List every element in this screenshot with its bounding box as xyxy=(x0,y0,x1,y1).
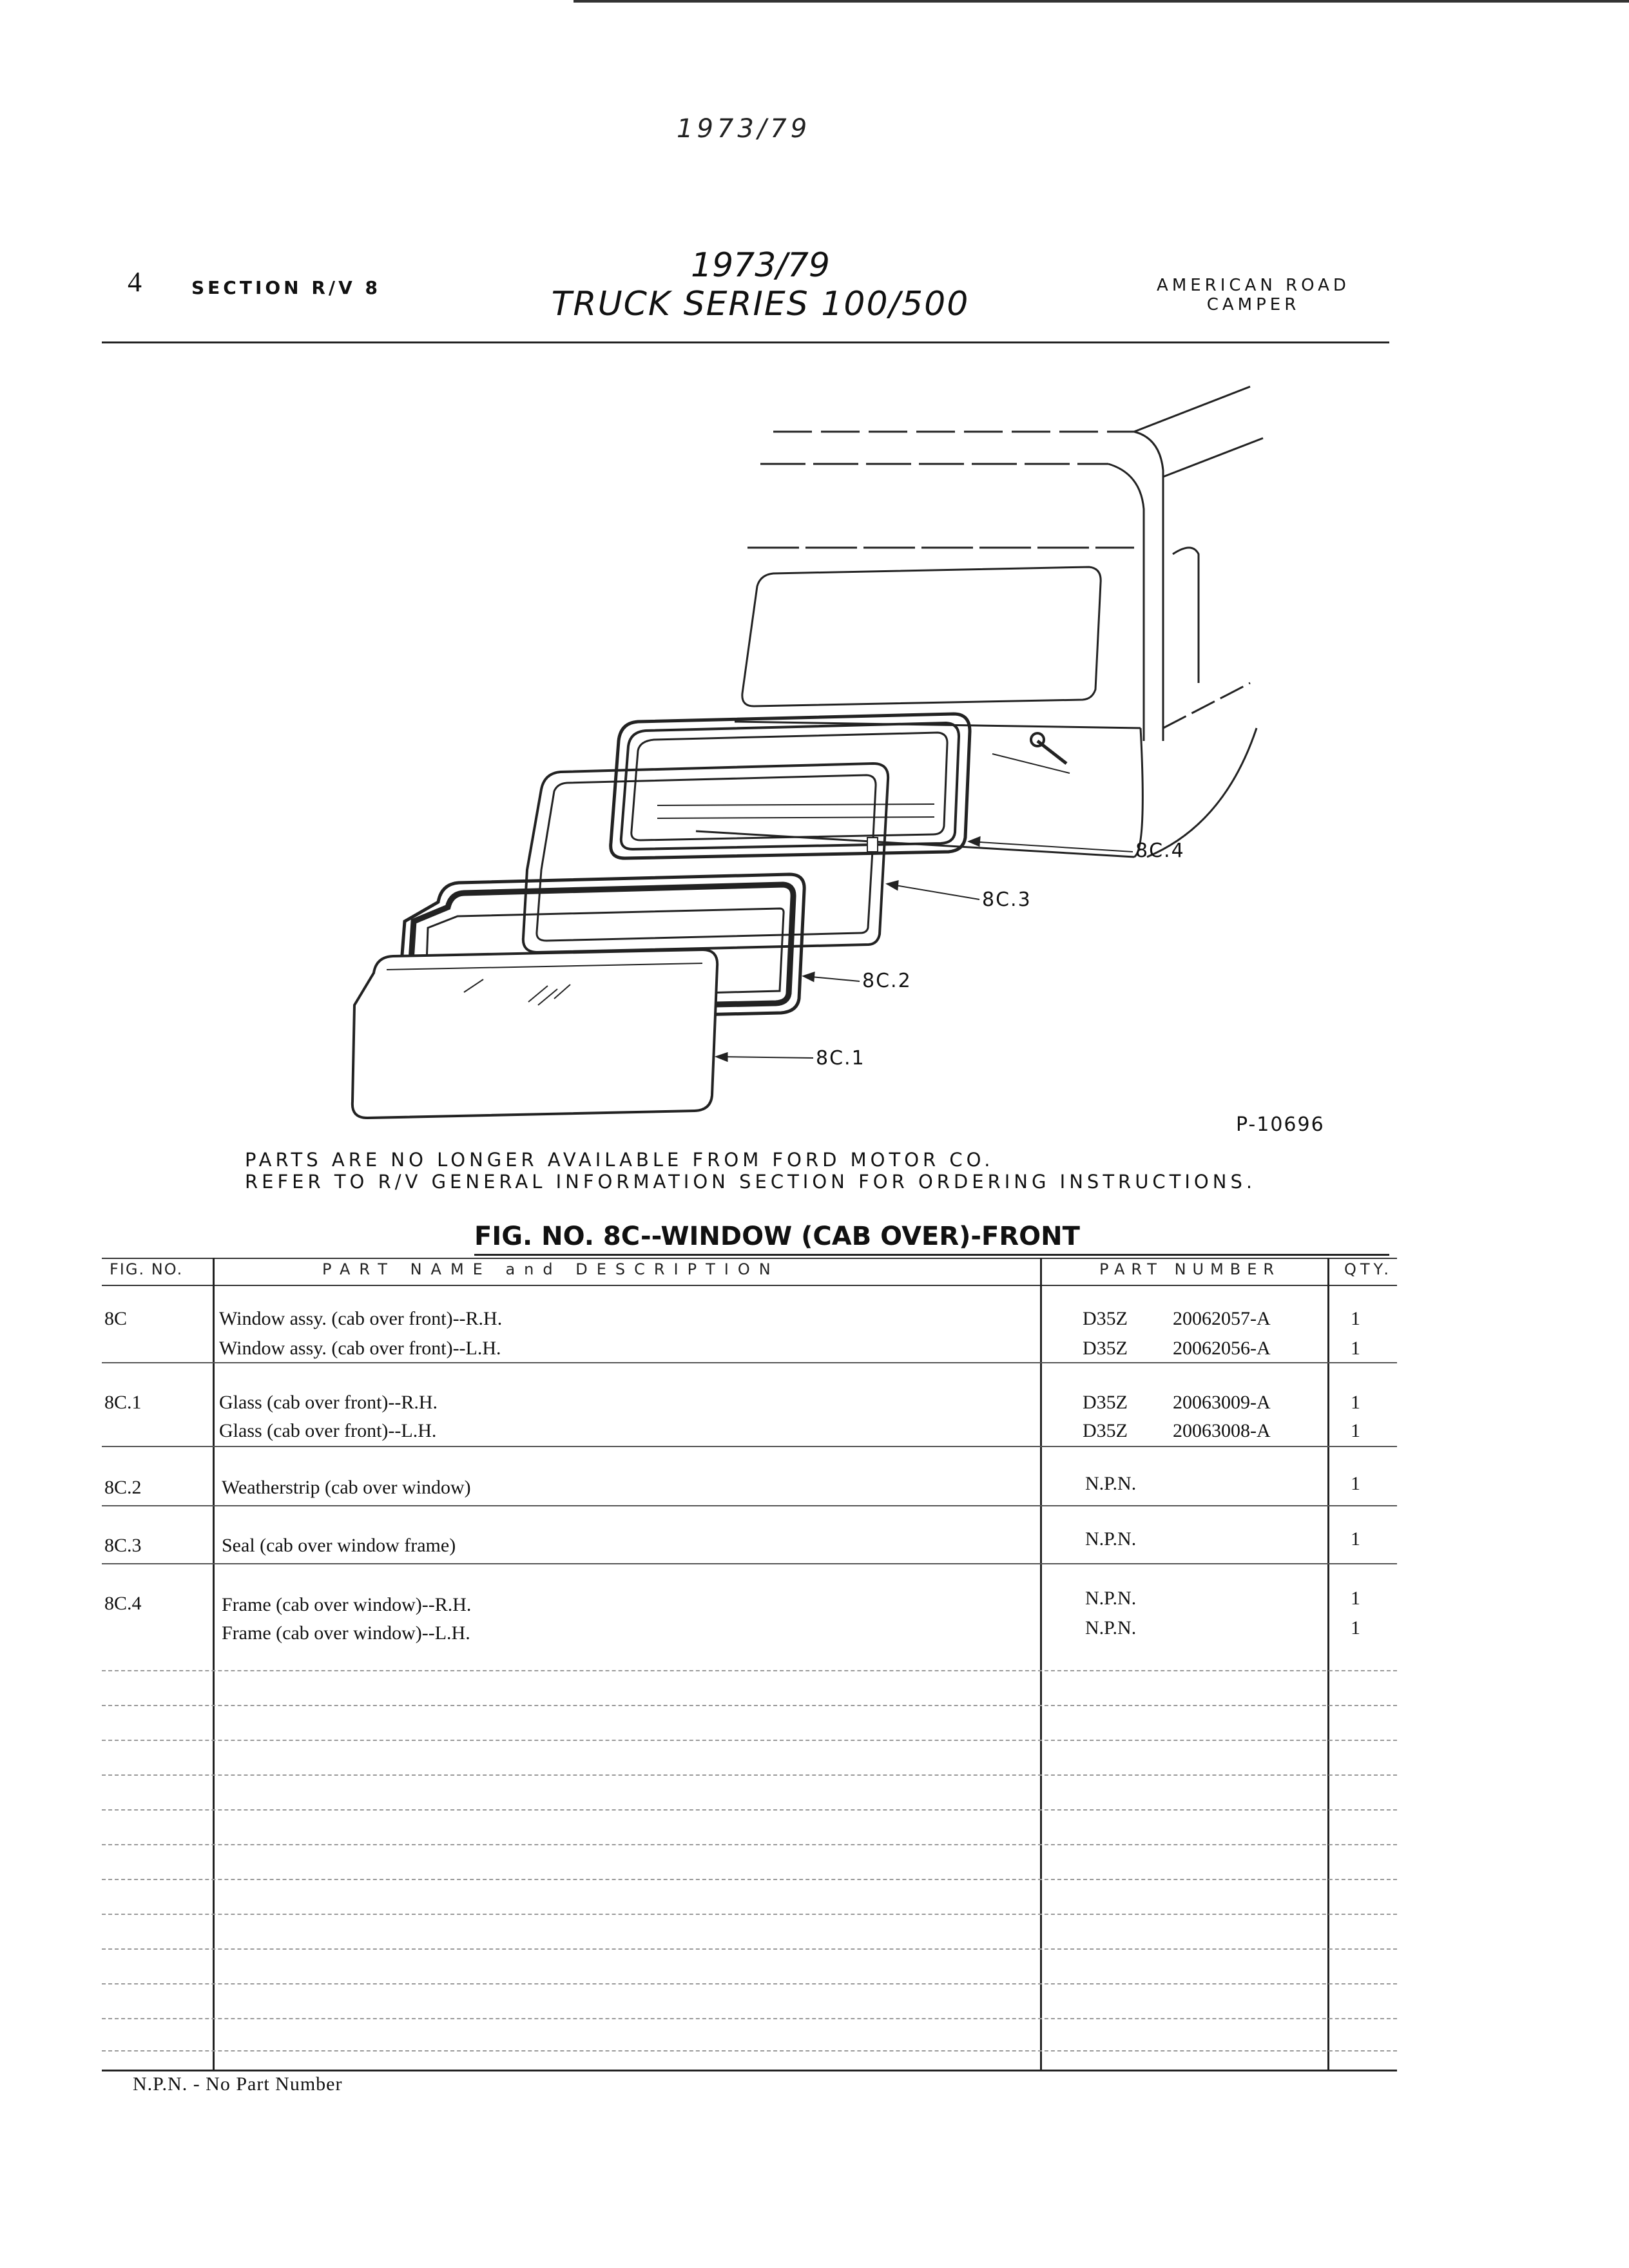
part-qty: 1 xyxy=(1351,1338,1360,1359)
part-description: Weatherstrip (cab over window) xyxy=(222,1477,471,1498)
part-qty: 1 xyxy=(1351,1392,1360,1413)
part-qty: 1 xyxy=(1351,1617,1360,1639)
part-description: Frame (cab over window)--R.H. xyxy=(222,1594,472,1615)
window-opening xyxy=(741,566,1102,707)
ruled-line xyxy=(102,1879,1397,1880)
fig-number: 8C.4 xyxy=(104,1593,142,1614)
part-prefix: N.P.N. xyxy=(1085,1528,1137,1550)
part-number: 20063008-A xyxy=(1173,1420,1271,1441)
ruled-line xyxy=(102,1844,1397,1845)
section-label: SECTION R/V 8 xyxy=(191,277,381,298)
figure-title: FIG. NO. 8C--WINDOW (CAB OVER)-FRONT xyxy=(474,1222,1080,1251)
availability-notice: PARTS ARE NO LONGER AVAILABLE FROM FORD … xyxy=(245,1149,1256,1193)
top-border-line xyxy=(574,0,1629,3)
part-number: 20063009-A xyxy=(1173,1392,1271,1413)
part-description: Glass (cab over front)--L.H. xyxy=(219,1420,437,1441)
part-description: Frame (cab over window)--L.H. xyxy=(222,1622,470,1644)
fig-number: 8C.1 xyxy=(104,1392,142,1413)
part-prefix: D35Z xyxy=(1083,1308,1128,1329)
drawing-number: P-10696 xyxy=(1236,1113,1325,1136)
camper-body-outline xyxy=(695,385,1264,858)
column-divider xyxy=(1040,1258,1042,2071)
camper-label: AMERICAN ROAD CAMPER xyxy=(1134,276,1373,314)
col-header-description: PART NAME and DESCRIPTION xyxy=(322,1260,780,1278)
part-prefix: N.P.N. xyxy=(1085,1588,1137,1609)
column-divider xyxy=(213,1258,215,2071)
ruled-line xyxy=(102,1740,1397,1741)
frame-8c4 xyxy=(609,712,972,860)
part-qty: 1 xyxy=(1351,1473,1360,1494)
part-prefix: N.P.N. xyxy=(1085,1473,1137,1494)
page-number: 4 xyxy=(128,266,142,298)
part-qty: 1 xyxy=(1351,1528,1360,1550)
fig-number: 8C.2 xyxy=(104,1477,142,1498)
callout-8c4: 8C.4 xyxy=(1135,840,1185,862)
glass-8c1 xyxy=(351,948,719,1120)
ruled-line xyxy=(102,1774,1397,1776)
part-number: 20062056-A xyxy=(1173,1338,1271,1359)
part-qty: 1 xyxy=(1351,1308,1360,1329)
part-description: Seal (cab over window frame) xyxy=(222,1535,456,1556)
part-qty: 1 xyxy=(1351,1588,1360,1609)
ruled-line xyxy=(102,1948,1397,1950)
ruled-line xyxy=(102,2018,1397,2019)
table-header-rule xyxy=(102,1285,1397,1286)
camper-label-line1: AMERICAN ROAD xyxy=(1157,276,1350,295)
screw xyxy=(1030,732,1068,765)
footnote: N.P.N. - No Part Number xyxy=(133,2073,343,2095)
header-rule xyxy=(102,341,1389,343)
ruled-line xyxy=(102,1809,1397,1811)
part-qty: 1 xyxy=(1351,1420,1360,1441)
column-divider xyxy=(1327,1258,1329,2071)
ruled-line xyxy=(102,1914,1397,1915)
ruled-line xyxy=(102,1705,1397,1706)
row-divider xyxy=(102,1362,1397,1363)
figure-title-rule xyxy=(474,1254,1389,1256)
fig-number: 8C.3 xyxy=(104,1535,142,1556)
header-series: TRUCK SERIES 100/500 xyxy=(551,285,970,323)
camper-label-line2: CAMPER xyxy=(1206,295,1300,314)
row-divider xyxy=(102,1446,1397,1447)
col-header-qty: QTY. xyxy=(1344,1260,1393,1278)
part-prefix: N.P.N. xyxy=(1085,1617,1137,1639)
part-description: Window assy. (cab over front)--R.H. xyxy=(219,1308,503,1329)
header-year: 1973/79 xyxy=(690,246,831,285)
part-prefix: D35Z xyxy=(1083,1392,1128,1413)
part-description: Glass (cab over front)--R.H. xyxy=(219,1392,438,1413)
callout-8c2: 8C.2 xyxy=(862,970,912,992)
notice-line-2: REFER TO R/V GENERAL INFORMATION SECTION… xyxy=(245,1171,1257,1193)
notice-line-1: PARTS ARE NO LONGER AVAILABLE FROM FORD … xyxy=(245,1149,994,1171)
col-header-part-number: PART NUMBER xyxy=(1099,1260,1281,1278)
ghost-year-text: 1973/79 xyxy=(677,114,811,144)
table-top-rule xyxy=(102,1258,1397,1259)
callout-8c3: 8C.3 xyxy=(982,889,1032,911)
parts-diagram: 8C.4 8C.3 8C.2 8C.1 xyxy=(351,385,1264,1120)
row-divider xyxy=(102,1505,1397,1506)
col-header-fig-no: FIG. NO. xyxy=(110,1260,184,1278)
table-bottom-rule xyxy=(102,2070,1397,2071)
row-divider xyxy=(102,1563,1397,1564)
part-number: 20062057-A xyxy=(1173,1308,1271,1329)
seal-8c3 xyxy=(521,762,890,954)
part-description: Window assy. (cab over front)--L.H. xyxy=(219,1338,501,1359)
part-prefix: D35Z xyxy=(1083,1420,1128,1441)
ruled-line xyxy=(102,2050,1397,2052)
callout-8c1: 8C.1 xyxy=(816,1047,865,1070)
ruled-line xyxy=(102,1983,1397,1984)
part-prefix: D35Z xyxy=(1083,1338,1128,1359)
fig-number: 8C xyxy=(104,1308,128,1329)
ruled-line xyxy=(102,1670,1397,1671)
